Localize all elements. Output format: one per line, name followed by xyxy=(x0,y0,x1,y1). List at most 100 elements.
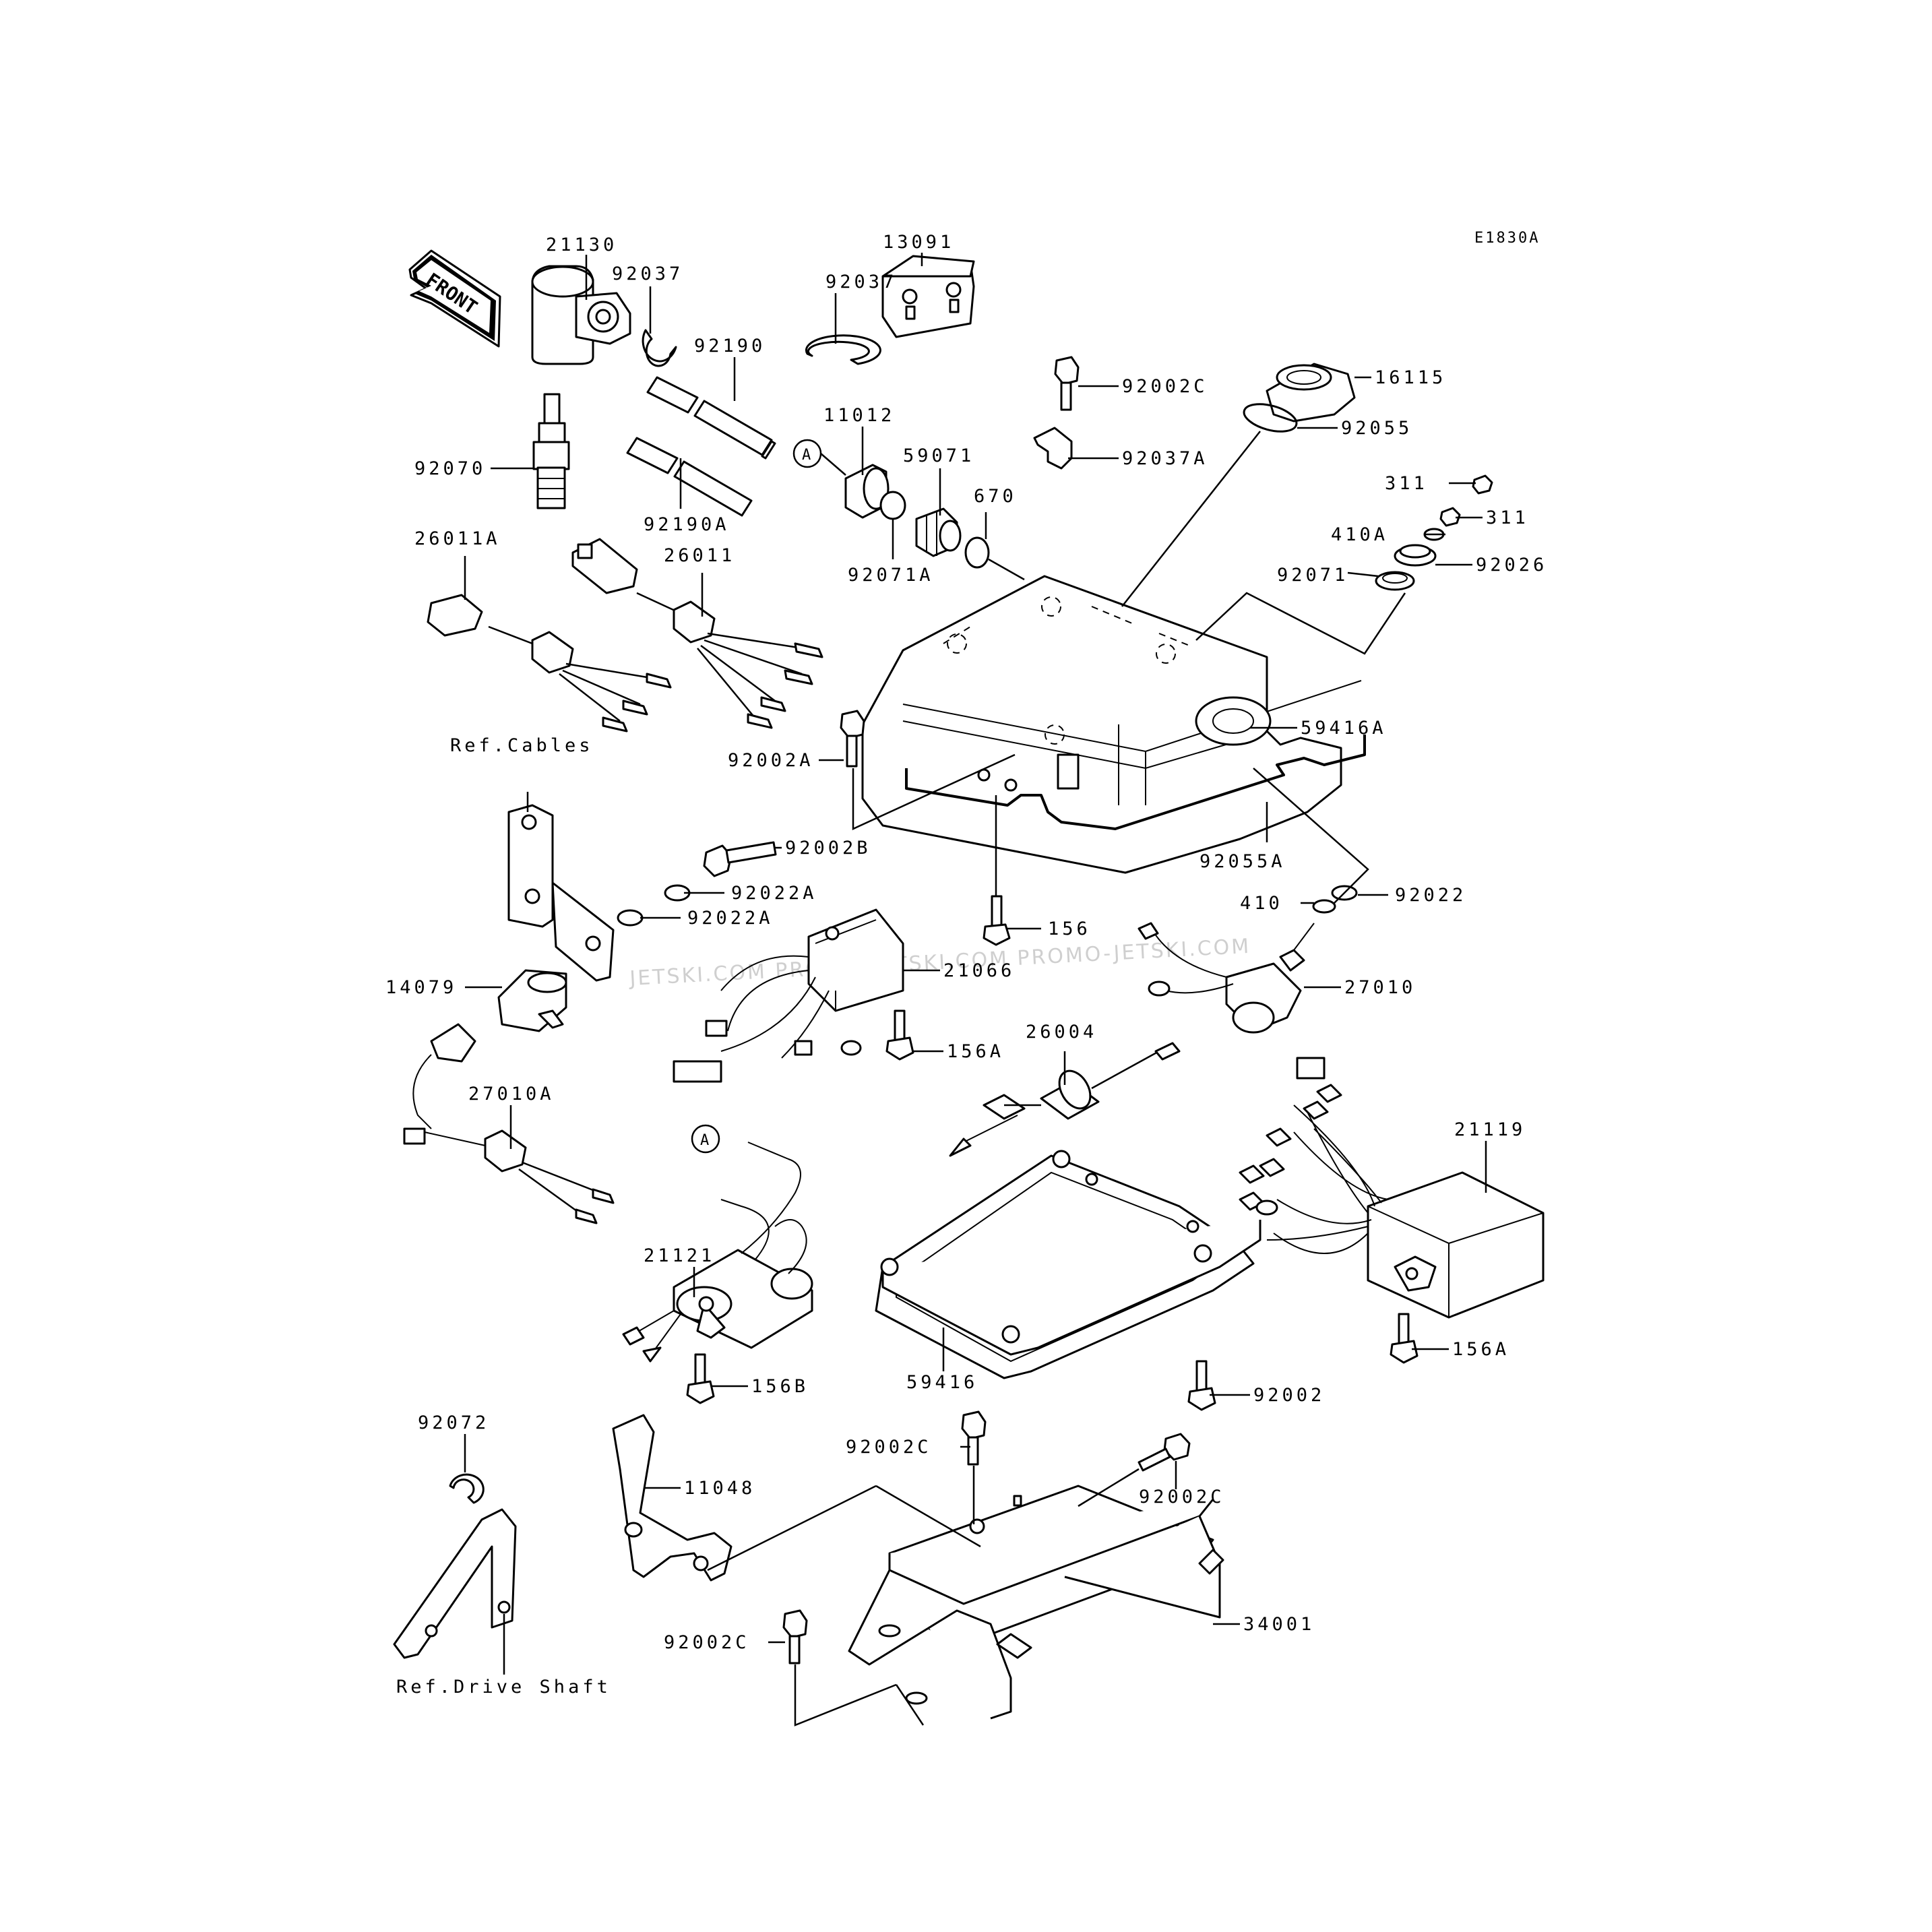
label-92190: 92190 xyxy=(694,336,766,356)
clip-92037-center xyxy=(805,334,881,365)
grommet-92026 xyxy=(1394,544,1437,567)
label-92037-center: 92037 xyxy=(825,272,897,292)
front-arrow-icon: FRONT xyxy=(408,249,501,348)
label-92002C-right: 92002C xyxy=(1139,1487,1225,1507)
clip-92072 xyxy=(449,1473,485,1504)
spark-plug-cap-21130 xyxy=(531,265,631,365)
label-311-top: 311 xyxy=(1385,473,1428,494)
label-59416: 59416 xyxy=(906,1372,978,1393)
washer-92022A-lower xyxy=(617,909,644,927)
bolt-92002C-low xyxy=(782,1609,808,1664)
cdi-unit-21119 xyxy=(1239,1057,1545,1319)
label-26004: 26004 xyxy=(1026,1022,1097,1042)
ignition-coil-21121 xyxy=(622,1142,813,1363)
bolt-92002C-top xyxy=(1054,356,1080,411)
bracket-13091 xyxy=(881,255,975,338)
label-21066: 21066 xyxy=(943,960,1015,981)
label-92022A-upper: 92022A xyxy=(731,883,817,904)
bolt-92002 xyxy=(1187,1360,1216,1411)
bracket-ref-drive-shaft xyxy=(393,1508,517,1659)
case-base-59416 xyxy=(875,1150,1261,1379)
label-156A-lower: 156A xyxy=(1452,1339,1509,1360)
fitting-59071 xyxy=(915,507,962,557)
cap-16115 xyxy=(1266,363,1356,423)
bracket-34001 xyxy=(848,1485,1224,1720)
grommet-92071A xyxy=(879,491,906,520)
label-59416A: 59416A xyxy=(1301,718,1387,739)
svg-text:A: A xyxy=(802,447,811,464)
label-59071: 59071 xyxy=(903,445,974,466)
label-92002C-top: 92002C xyxy=(1122,376,1208,397)
label-92055A: 92055A xyxy=(1199,851,1286,872)
label-27010A: 27010A xyxy=(468,1084,555,1104)
label-92022A-lower: 92022A xyxy=(687,908,774,929)
label-92002B: 92002B xyxy=(785,838,871,859)
callout-a-upper: A xyxy=(792,439,822,468)
label-21130: 21130 xyxy=(546,235,617,255)
regulator-21066 xyxy=(673,908,904,1083)
label-21119: 21119 xyxy=(1454,1119,1526,1140)
o-ring-670 xyxy=(964,536,990,569)
svg-text:A: A xyxy=(700,1132,709,1149)
label-92190A: 92190A xyxy=(644,514,730,535)
label-92002A: 92002A xyxy=(728,750,814,771)
label-11012: 11012 xyxy=(823,405,895,426)
label-26011: 26011 xyxy=(664,545,735,566)
o-ring-92055 xyxy=(1243,403,1298,433)
label-14079: 14079 xyxy=(385,977,457,998)
washer-410 xyxy=(1312,899,1336,914)
label-92037-left: 92037 xyxy=(612,263,683,284)
part-14079 xyxy=(497,969,567,1032)
spark-plug-92070 xyxy=(532,393,570,509)
label-92002C-mid: 92002C xyxy=(846,1437,932,1458)
bracket-ref-cables xyxy=(507,804,615,982)
part-labels: 21130 92037 13091 92037 92190 92070 1101… xyxy=(385,232,1547,1697)
label-92026: 92026 xyxy=(1476,555,1547,575)
label-156A-upper: 156A xyxy=(947,1041,1004,1062)
label-410: 410 xyxy=(1240,893,1283,914)
connector-26011 xyxy=(571,538,823,729)
diagram-code: E1830A xyxy=(1474,230,1540,247)
bolt-92002C-right xyxy=(1138,1433,1191,1472)
bolt-92002C-mid xyxy=(961,1410,987,1466)
label-92037A: 92037A xyxy=(1122,448,1208,469)
label-27010: 27010 xyxy=(1344,977,1416,998)
gasket-92055A xyxy=(905,735,1366,830)
label-16115: 16115 xyxy=(1375,367,1446,388)
nut-311-lower xyxy=(1439,507,1461,527)
label-13091: 13091 xyxy=(883,232,954,253)
label-11048: 11048 xyxy=(684,1478,755,1499)
label-92071A: 92071A xyxy=(848,565,934,586)
switch-27010A xyxy=(403,1023,615,1224)
label-26011A: 26011A xyxy=(414,528,501,549)
label-156: 156 xyxy=(1048,918,1091,939)
label-ref-cables: Ref.Cables xyxy=(450,735,594,756)
bolt-92002B xyxy=(703,841,777,877)
tube-92190 xyxy=(646,376,776,460)
electrical-case-cover-59416A xyxy=(861,575,1362,874)
bolt-156A-lower xyxy=(1390,1313,1419,1364)
label-21121: 21121 xyxy=(644,1245,715,1266)
nut-311-top xyxy=(1472,474,1493,495)
label-311-lower: 311 xyxy=(1486,507,1529,528)
label-92072: 92072 xyxy=(418,1412,489,1433)
bracket-11048 xyxy=(612,1414,733,1582)
label-92002C-low: 92002C xyxy=(664,1632,750,1653)
grommet-92071 xyxy=(1375,571,1415,591)
connector-26011A xyxy=(427,594,672,733)
label-92055: 92055 xyxy=(1341,418,1412,439)
bolt-156A-upper xyxy=(885,1009,914,1061)
label-ref-drive-shaft: Ref.Drive Shaft xyxy=(396,1677,611,1697)
switch-27010 xyxy=(1138,922,1315,1034)
bolt-156B xyxy=(686,1353,715,1404)
leader-lines xyxy=(464,253,1487,1726)
label-92022: 92022 xyxy=(1395,885,1466,906)
bolt-92002A xyxy=(840,710,865,768)
label-156B: 156B xyxy=(751,1376,809,1397)
bolt-156 xyxy=(983,895,1011,946)
clamp-92037A xyxy=(1033,427,1073,470)
label-92070: 92070 xyxy=(414,458,486,479)
label-92002: 92002 xyxy=(1253,1385,1325,1406)
label-34001: 34001 xyxy=(1243,1614,1315,1635)
